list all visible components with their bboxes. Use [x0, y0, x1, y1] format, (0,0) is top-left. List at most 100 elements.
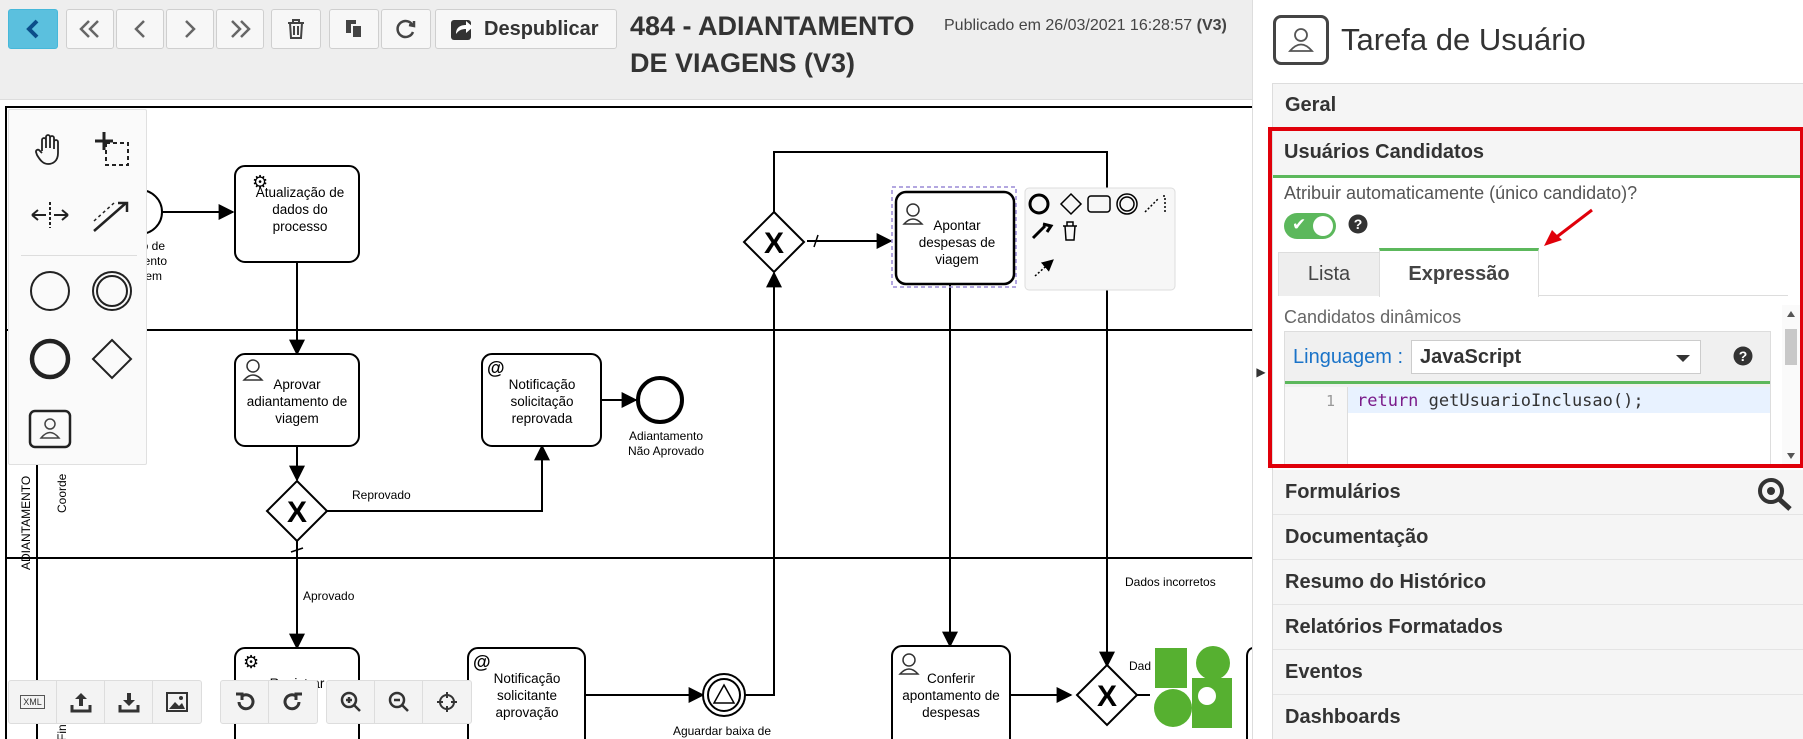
download-button[interactable] — [105, 681, 153, 723]
upload-button[interactable] — [57, 681, 105, 723]
tab-lista-label: Lista — [1307, 263, 1351, 285]
auto-assign-toggle[interactable]: ✔ — [1284, 213, 1336, 239]
zoom-out-button[interactable] — [375, 681, 423, 723]
section-dashboards-label: Dashboards — [1285, 705, 1401, 728]
help-icon[interactable]: ? — [1348, 214, 1368, 239]
hand-tool[interactable] — [26, 126, 74, 172]
section-documentacao[interactable]: Documentação — [1273, 515, 1803, 560]
at-sign-icon: @ — [487, 358, 505, 378]
section-formularios[interactable]: Formulários — [1273, 470, 1803, 515]
xml-button[interactable]: XML — [9, 681, 57, 723]
end-event-icon — [29, 338, 71, 380]
tab-expressao[interactable]: Expressão — [1379, 248, 1539, 297]
lasso-tool[interactable] — [88, 126, 136, 172]
active-line-highlight — [1285, 387, 1770, 413]
user-task-icon — [28, 409, 72, 449]
redo-icon — [283, 692, 302, 711]
section-dashboards[interactable]: Dashboards — [1273, 695, 1803, 739]
back-button[interactable] — [8, 9, 58, 49]
zoom-in-button[interactable] — [327, 681, 375, 723]
pool-label: ADIANTAMENTO — [19, 476, 33, 570]
user-task-icon — [1273, 15, 1329, 65]
space-tool[interactable] — [26, 192, 74, 238]
section-resumo-historico[interactable]: Resumo do Histórico — [1273, 560, 1803, 605]
magnifier-icon[interactable] — [1756, 476, 1794, 518]
zoom-group — [326, 680, 472, 724]
lane-label-coord: Coorde — [55, 473, 69, 513]
copy-button[interactable] — [329, 9, 379, 49]
at-sign-icon: @ — [473, 652, 491, 672]
auto-assign-label: Atribuir automaticamente (único candidat… — [1284, 183, 1638, 203]
section-usuarios-candidatos-label: Usuários Candidatos — [1284, 141, 1485, 163]
section-usuarios-candidatos[interactable]: Usuários Candidatos — [1273, 130, 1800, 178]
language-select[interactable]: JavaScript — [1411, 340, 1701, 374]
intermediate-event-icon — [92, 271, 132, 311]
download-icon — [118, 693, 139, 713]
chevron-left-icon — [134, 20, 145, 38]
export-image-button[interactable] — [153, 681, 201, 723]
trash-icon — [288, 19, 304, 39]
tool-palette — [8, 109, 147, 465]
language-row: Linguagem : JavaScript ? — [1285, 332, 1770, 384]
refresh-button[interactable] — [381, 9, 431, 49]
flow-label-reprovado: Reprovado — [352, 488, 411, 502]
code-line[interactable]: return getUsuarioInclusao(); — [1357, 391, 1644, 411]
section-documentacao-label: Documentação — [1285, 525, 1429, 548]
hand-icon — [35, 134, 59, 165]
dynamic-candidates-label: Candidatos dinâmicos — [1284, 307, 1462, 327]
first-version-button[interactable] — [66, 9, 114, 49]
center-button[interactable] — [423, 681, 471, 723]
undo-button[interactable] — [221, 681, 269, 723]
zoom-in-icon — [340, 691, 361, 712]
palette-separator — [21, 255, 137, 256]
svg-text:Aguardar baixa de: Aguardar baixa de — [673, 724, 771, 738]
zoom-out-icon — [388, 691, 409, 712]
last-version-button[interactable] — [216, 9, 264, 49]
delete-button[interactable] — [271, 9, 321, 49]
io-group: XML — [8, 680, 202, 724]
create-start-event[interactable] — [26, 268, 74, 314]
tab-lista[interactable]: Lista — [1278, 252, 1380, 296]
panel-scrollbar[interactable] — [1782, 305, 1800, 465]
copy-icon — [346, 20, 363, 39]
section-relatorios[interactable]: Relatórios Formatados — [1273, 605, 1803, 650]
expression-editor: Linguagem : JavaScript ? 1 return getUsu… — [1284, 331, 1771, 466]
language-value: JavaScript — [1420, 345, 1522, 368]
create-user-task[interactable] — [26, 406, 74, 452]
create-intermediate-event[interactable] — [88, 268, 136, 314]
image-icon — [166, 692, 188, 712]
annotation-arrow-icon — [1544, 208, 1593, 246]
language-help-icon[interactable]: ? — [1733, 346, 1753, 371]
create-gateway[interactable] — [88, 336, 136, 382]
section-geral[interactable]: Geral — [1273, 83, 1803, 128]
unpublish-button[interactable]: Despublicar — [435, 9, 618, 49]
svg-text:X: X — [287, 496, 307, 529]
gateway-aprovacao: X — [265, 479, 329, 543]
panel-collapse-handle[interactable]: ▶ — [1256, 365, 1266, 379]
toggle-knob — [1313, 216, 1333, 236]
check-icon: ✔ — [1292, 215, 1307, 234]
scroll-thumb[interactable] — [1785, 329, 1797, 365]
share-arrow-icon — [451, 20, 473, 40]
context-pad — [1024, 187, 1176, 291]
code-editor[interactable]: 1 return getUsuarioInclusao(); — [1285, 387, 1770, 465]
redo-button[interactable] — [269, 681, 317, 723]
global-connect-tool[interactable] — [88, 192, 136, 238]
next-version-button[interactable] — [166, 9, 214, 49]
start-event-icon — [30, 271, 70, 311]
refresh-icon — [396, 19, 416, 39]
section-eventos[interactable]: Eventos — [1273, 650, 1803, 695]
editor-toolbar: Despublicar 484 - ADIANTAMENTO DE VIAGEN… — [0, 0, 1252, 100]
create-end-event[interactable] — [26, 336, 74, 382]
panel-header: Tarefa de Usuário — [1273, 15, 1586, 65]
previous-version-button[interactable] — [116, 9, 164, 49]
